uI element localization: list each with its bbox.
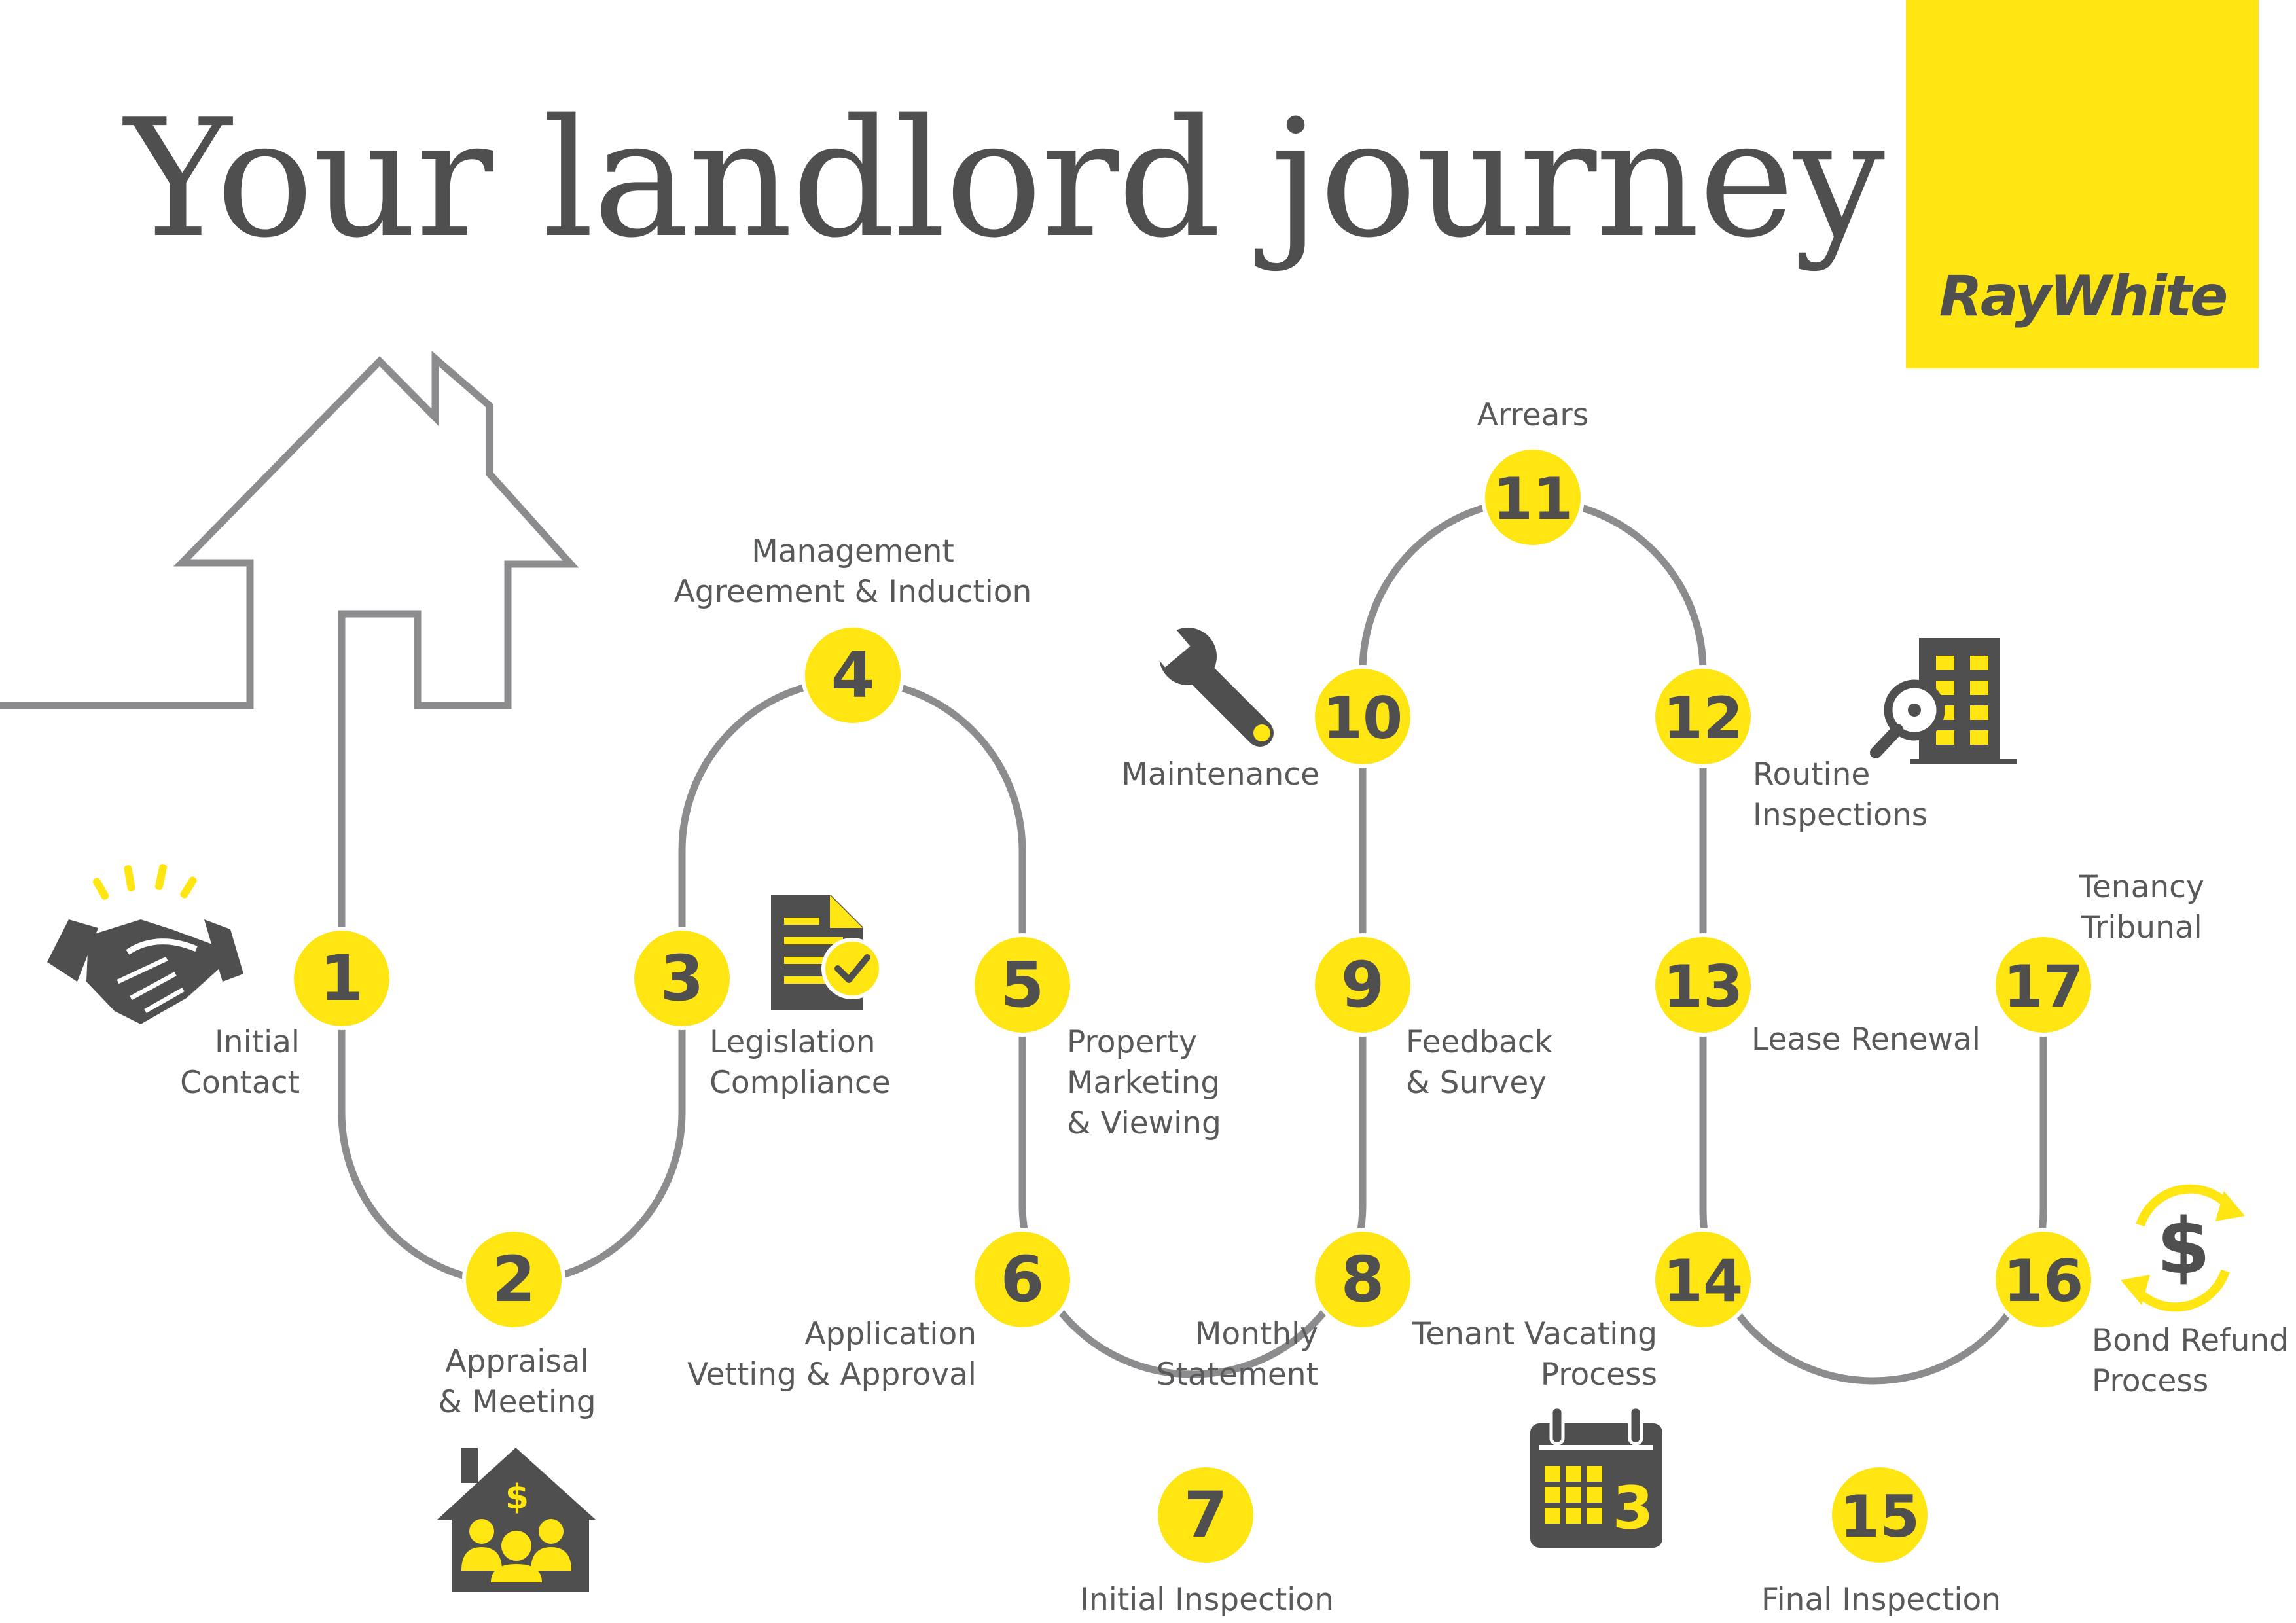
step-label-2: Appraisal& Meeting — [438, 1344, 596, 1420]
step-number-5: 5 — [1001, 948, 1045, 1022]
step-node-circle — [1828, 1463, 1931, 1567]
step-label-10: Maintenance — [1121, 757, 1319, 793]
step-node-17: 17 — [1992, 933, 2095, 1037]
step-node-8: 8 — [1311, 1228, 1414, 1331]
step-label-7: Initial Inspection — [1080, 1582, 1334, 1618]
step-node-circle — [630, 927, 734, 1030]
step-node-13: 13 — [1651, 933, 1755, 1037]
step-node-circle — [462, 1228, 565, 1331]
step-node-circle — [1311, 665, 1414, 768]
house-money-people-icon: $ — [437, 1448, 596, 1592]
step-node-circle — [1651, 933, 1755, 1037]
step-node-9: 9 — [1311, 933, 1414, 1037]
step-number-1: 1 — [320, 942, 364, 1015]
step-node-5: 5 — [971, 933, 1074, 1037]
step-number-17: 17 — [2003, 953, 2083, 1020]
svg-text:$: $ — [505, 1478, 529, 1517]
step-number-11: 11 — [1493, 465, 1573, 533]
step-label-9: Feedback& Survey — [1406, 1024, 1552, 1101]
step-node-circle — [1154, 1463, 1257, 1567]
step-node-7: 7 — [1154, 1463, 1257, 1567]
step-node-10: 10 — [1311, 665, 1414, 768]
step-number-15: 15 — [1840, 1483, 1920, 1550]
step-number-6: 6 — [1001, 1243, 1045, 1316]
step-number-3: 3 — [660, 942, 704, 1015]
step-label-11: Arrears — [1477, 397, 1589, 433]
step-node-circle — [1651, 1228, 1755, 1331]
step-label-13: Lease Renewal — [1751, 1022, 1981, 1058]
step-node-14: 14 — [1651, 1228, 1755, 1331]
svg-text:3: 3 — [1613, 1474, 1654, 1543]
step-node-4: 4 — [801, 624, 905, 727]
step-node-circle — [801, 624, 905, 727]
document-check-icon — [771, 895, 883, 1010]
wrench-icon — [1149, 627, 1274, 747]
step-number-16: 16 — [2003, 1247, 2083, 1315]
step-node-6: 6 — [971, 1228, 1074, 1331]
step-node-circle — [971, 1228, 1074, 1331]
step-node-circle — [1311, 1228, 1414, 1331]
step-number-2: 2 — [492, 1243, 536, 1316]
step-node-3: 3 — [630, 927, 734, 1030]
step-node-15: 15 — [1828, 1463, 1931, 1567]
ray-white-logo: RayWhite — [1939, 264, 2229, 329]
step-number-14: 14 — [1663, 1247, 1743, 1315]
step-number-9: 9 — [1341, 948, 1385, 1022]
building-inspection-icon — [1870, 638, 2017, 764]
step-node-circle — [1651, 665, 1755, 768]
step-number-13: 13 — [1663, 953, 1743, 1020]
calendar-icon: 3 — [1530, 1405, 1662, 1548]
step-node-12: 12 — [1651, 665, 1755, 768]
step-number-12: 12 — [1663, 685, 1743, 752]
step-node-circle — [1311, 933, 1414, 1037]
step-node-1: 1 — [290, 927, 393, 1030]
house-outline — [0, 350, 579, 942]
step-node-2: 2 — [462, 1228, 565, 1331]
svg-text:$: $ — [2157, 1201, 2210, 1291]
ray-white-logo-box — [1906, 0, 2259, 368]
step-number-8: 8 — [1341, 1243, 1385, 1316]
step-node-circle — [971, 933, 1074, 1037]
step-node-circle — [1992, 1228, 2095, 1331]
step-node-circle — [1992, 933, 2095, 1037]
step-node-11: 11 — [1481, 446, 1585, 549]
step-number-4: 4 — [831, 639, 875, 712]
dollar-refund-icon: $ — [2121, 1184, 2245, 1312]
step-label-15: Final Inspection — [1761, 1582, 2001, 1618]
page-title: Your landlord journey — [124, 85, 1885, 274]
step-number-10: 10 — [1323, 685, 1403, 752]
step-number-7: 7 — [1184, 1478, 1228, 1552]
step-node-16: 16 — [1992, 1228, 2095, 1331]
step-node-circle — [290, 927, 393, 1030]
step-node-circle — [1481, 446, 1585, 549]
handshake-icon — [47, 864, 243, 1024]
